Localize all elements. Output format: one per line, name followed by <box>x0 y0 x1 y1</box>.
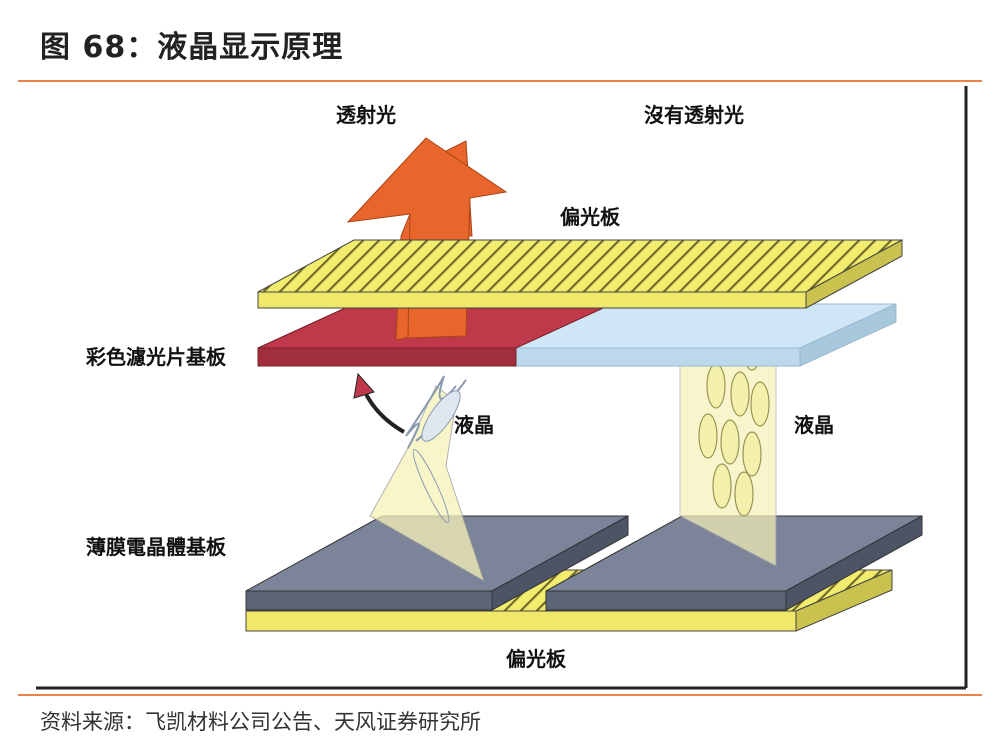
source-note: 资料来源：飞凯材料公司公告、天风证券研究所 <box>40 710 481 734</box>
lcd-principle-diagram: 透射光 沒有透射光 偏光板 彩色濾光片基板 液晶 液晶 薄膜電晶體基板 偏光板 <box>36 86 968 690</box>
tft-substrate-right <box>545 515 923 611</box>
label-no-transmitted-light: 沒有透射光 <box>644 103 744 127</box>
color-filter-substrate <box>257 303 897 367</box>
liquid-crystal-twisted <box>369 375 485 583</box>
label-liquid-crystal-right: 液晶 <box>794 413 834 437</box>
top-divider <box>18 80 982 82</box>
label-polarizer-top: 偏光板 <box>560 205 621 229</box>
label-tft-substrate: 薄膜電晶體基板 <box>86 535 227 559</box>
top-polarizer <box>257 239 903 309</box>
figure-title: 图 68：液晶显示原理 <box>40 30 344 65</box>
light-redirect-arrow <box>353 372 405 434</box>
label-liquid-crystal-left: 液晶 <box>454 413 494 437</box>
bottom-divider <box>18 694 982 696</box>
label-color-filter-substrate: 彩色濾光片基板 <box>85 345 227 369</box>
label-transmitted-light: 透射光 <box>336 103 396 127</box>
label-polarizer-bottom: 偏光板 <box>506 647 567 671</box>
